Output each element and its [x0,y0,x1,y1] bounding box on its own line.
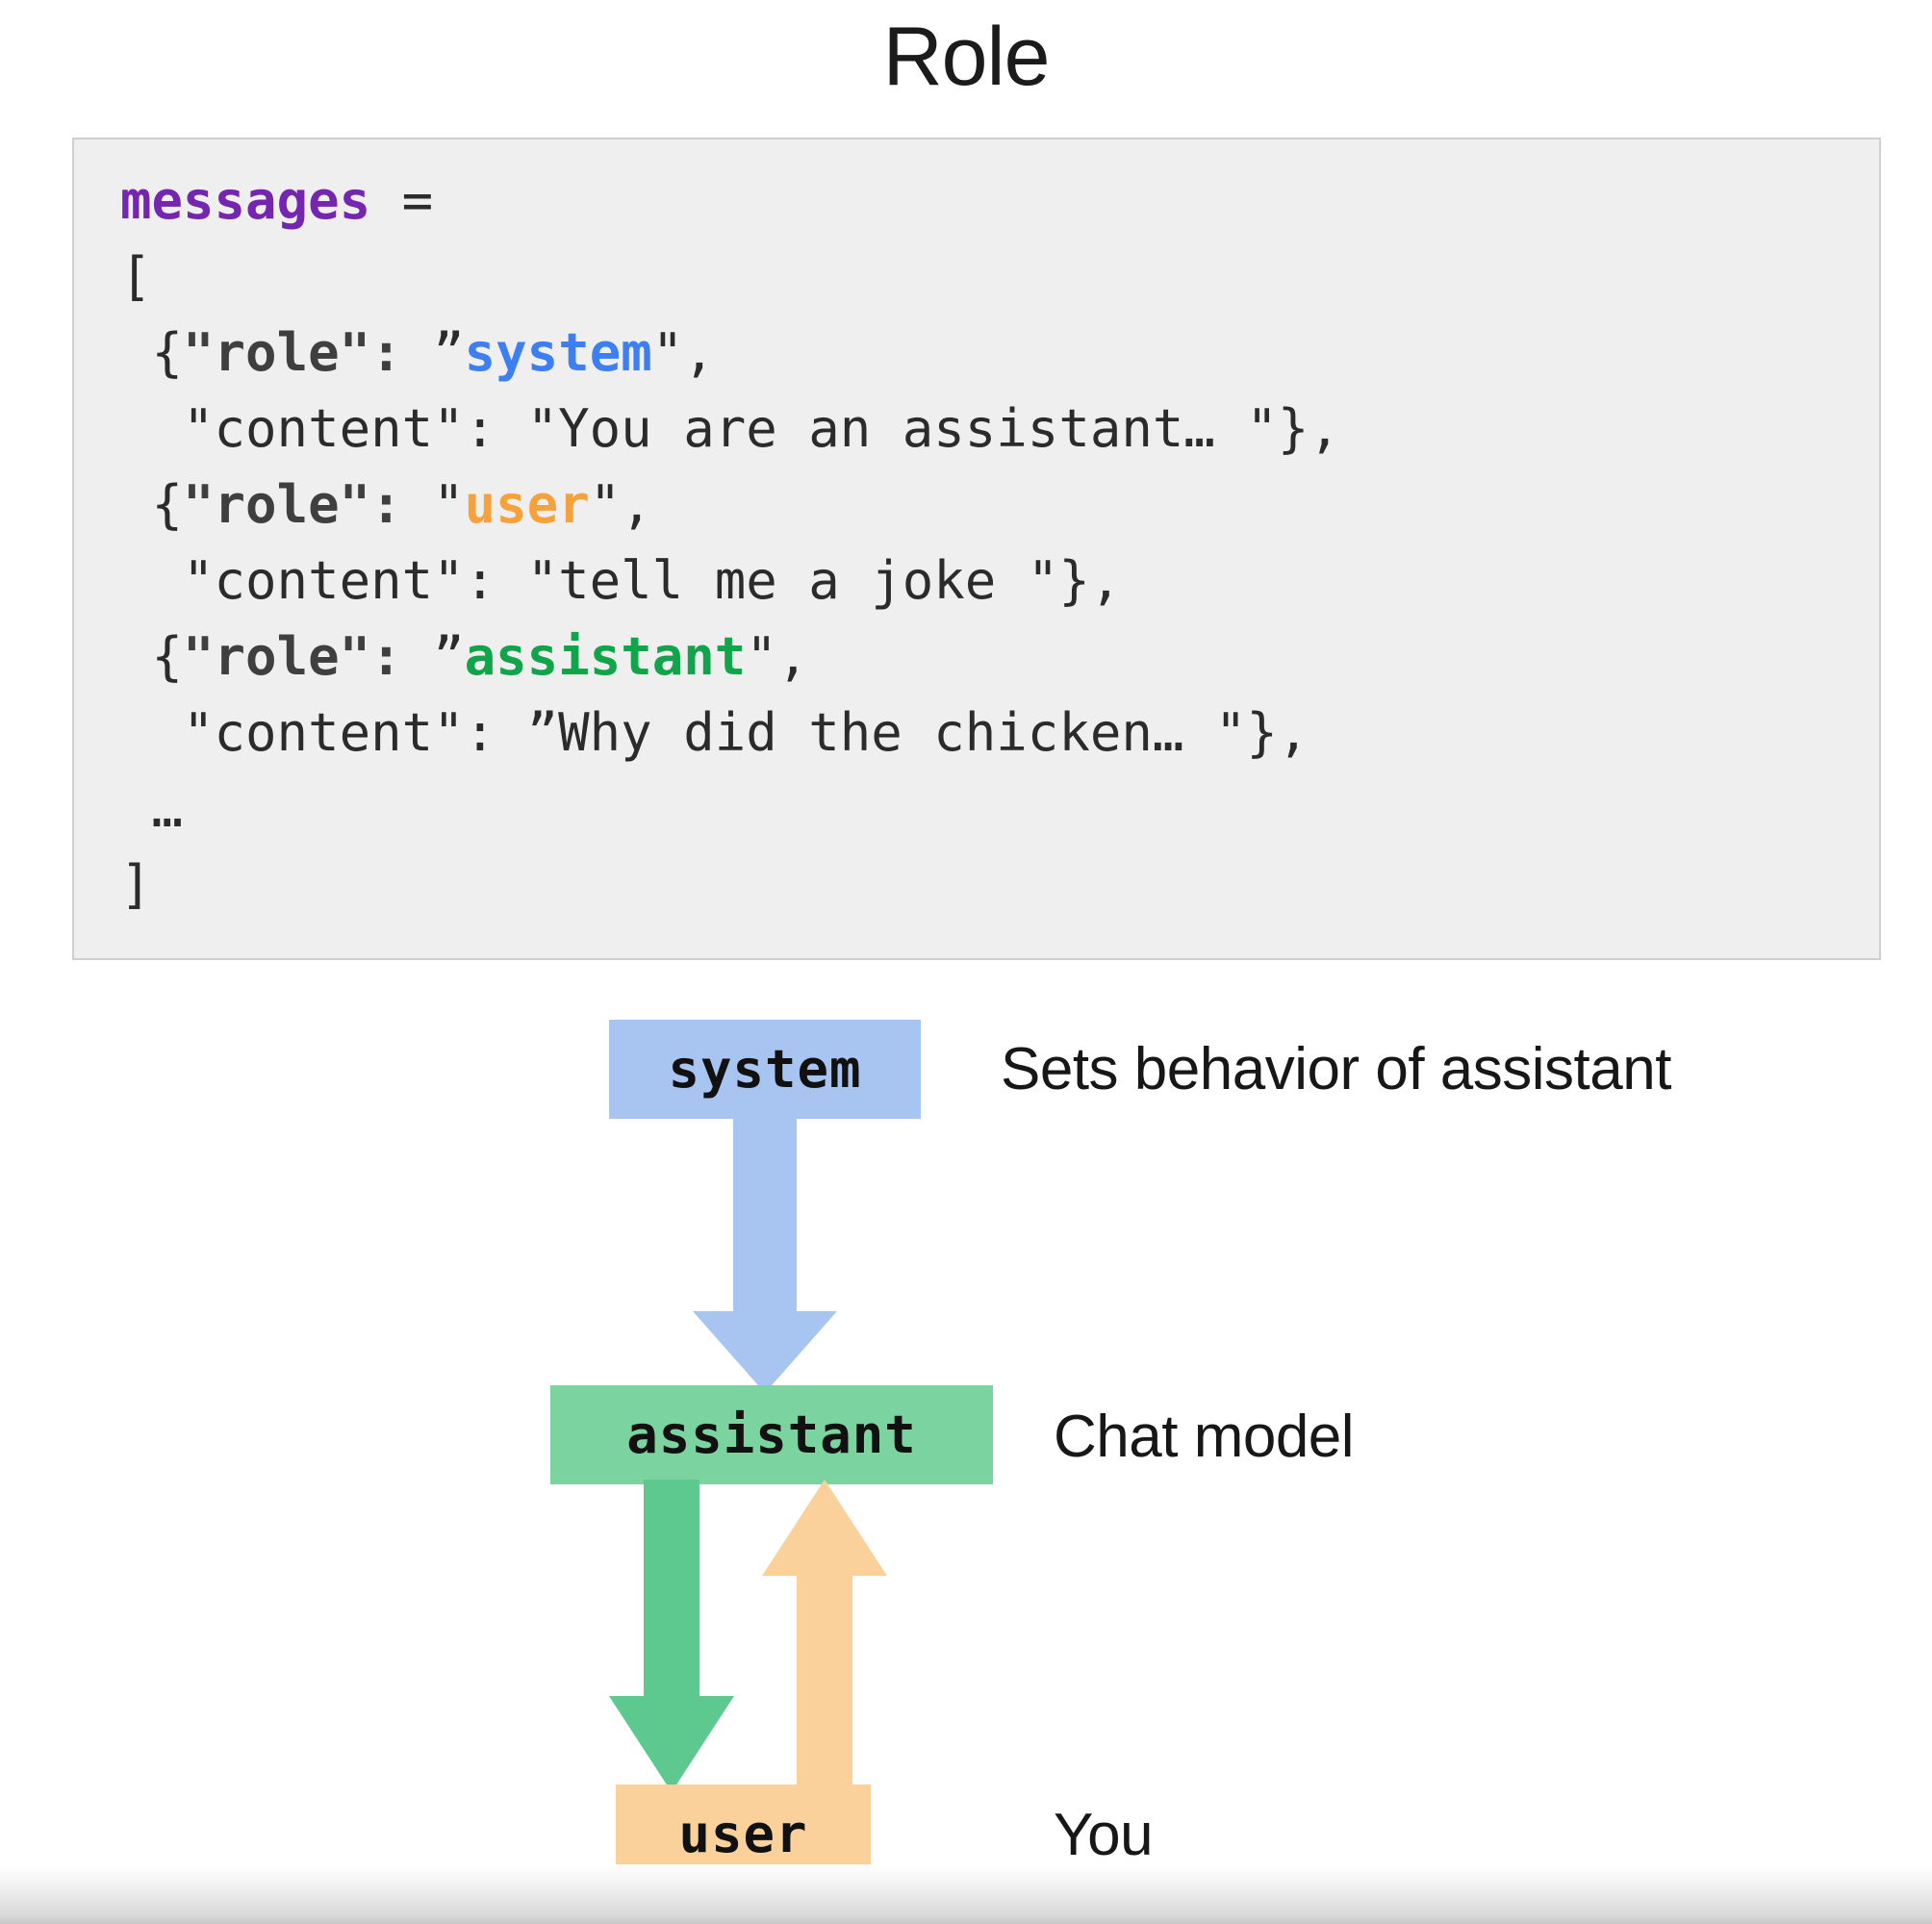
role-caption-system: Sets behavior of assistant [1001,1036,1671,1102]
code-token: … [120,778,184,839]
code-token: system [464,322,652,383]
code-token: : [370,626,434,687]
code-token: "content": "You are an assistant… "}, [120,398,1340,459]
code-token: " [433,474,465,535]
code-panel: messages = [ {"role": ”system", "content… [72,138,1881,960]
code-token: ", [651,322,715,383]
code-token: ” [433,626,465,687]
arrow-down-assistant-to-user-icon [609,1480,734,1792]
code-token: : [370,474,434,535]
role-caption-assistant: Chat model [1054,1404,1355,1470]
page-title: Role [882,11,1051,103]
code-token: ", [746,626,809,687]
role-box-system[interactable]: system [609,1020,921,1119]
line-role-assistant: {"role": ”assistant", [120,619,1340,695]
line-content-assistant: "content": ”Why did the chicken… "}, [120,695,1340,771]
code-token: ] [120,854,152,915]
line-open-bracket: [ [120,239,1340,315]
code-token: ” [433,322,465,383]
code-token: "content": ”Why did the chicken… "}, [120,702,1309,763]
arrow-down-system-to-assistant-icon [693,1114,837,1393]
code-token: "role" [183,626,371,687]
code-token: : [370,322,434,383]
line-content-system: "content": "You are an assistant… "}, [120,391,1340,467]
code-token: { [120,626,184,687]
line-assign: messages = [120,163,1340,239]
line-role-system: {"role": ”system", [120,315,1340,391]
role-flow-diagram: system Sets behavior of assistant assist… [0,1000,1932,1884]
code-token: "content": "tell me a joke "}, [120,550,1122,611]
role-box-system-label: system [668,1039,862,1100]
role-box-assistant[interactable]: assistant [550,1385,993,1484]
arrow-up-user-to-assistant-icon [762,1480,887,1792]
code-token: user [464,474,590,535]
code-token: ", [589,474,652,535]
code-token: { [120,322,184,383]
code-token: { [120,474,184,535]
code-token: "role" [183,322,371,383]
role-box-assistant-label: assistant [626,1405,917,1465]
code-token: [ [120,246,152,307]
line-role-user: {"role": "user", [120,467,1340,543]
code-listing: messages = [ {"role": ”system", "content… [120,163,1340,923]
code-token: messages [120,170,371,231]
code-token: "role" [183,474,371,535]
line-content-user: "content": "tell me a joke "}, [120,543,1340,619]
role-caption-user: You [1054,1802,1154,1868]
bottom-gradient-band [0,1864,1932,1924]
code-token: assistant [464,626,747,687]
line-close-bracket: ] [120,847,1340,923]
role-box-user-label: user [678,1804,808,1864]
line-ellipsis: … [120,771,1340,847]
code-token: = [370,170,465,231]
